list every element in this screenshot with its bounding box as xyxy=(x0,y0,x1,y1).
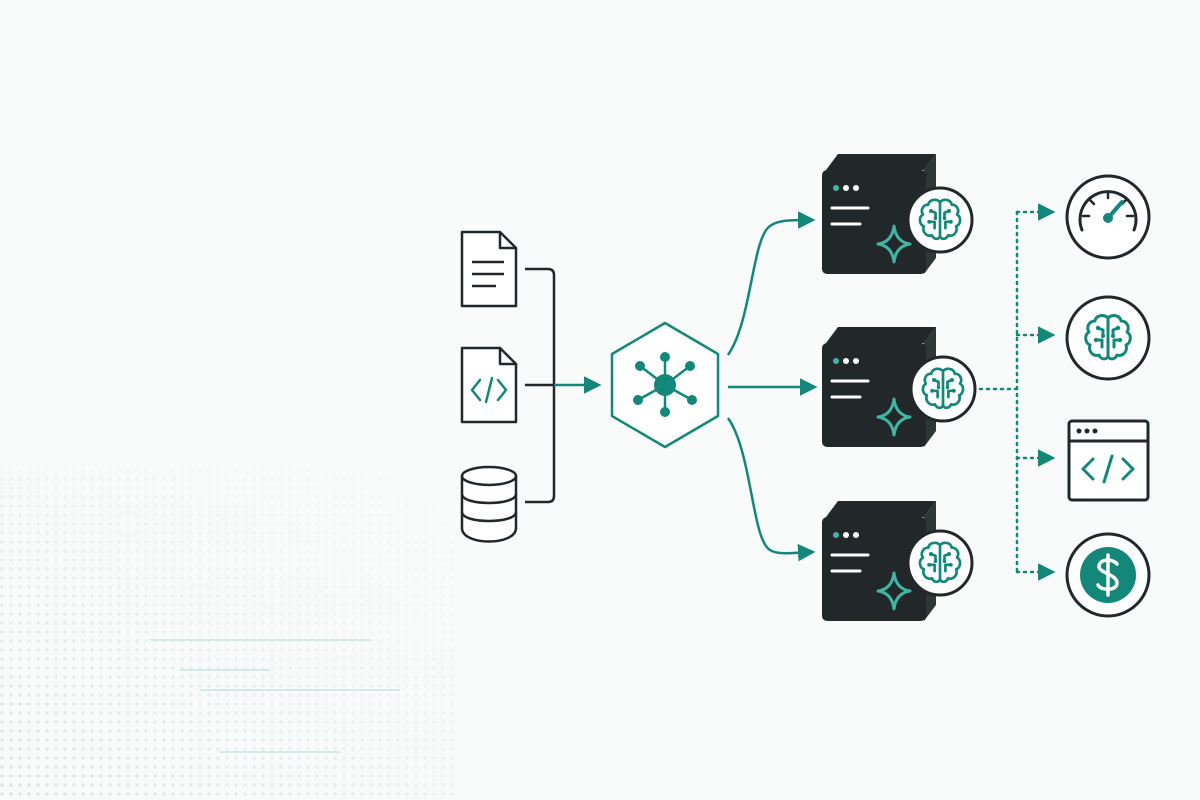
input-connector xyxy=(525,267,556,504)
background-lines xyxy=(150,639,400,753)
brain-output-icon xyxy=(1065,295,1151,381)
output-connectors xyxy=(978,203,1056,581)
document-icon xyxy=(460,230,518,308)
hub-to-server-arrows xyxy=(726,211,818,562)
dollar-coin-icon xyxy=(1065,532,1151,618)
ai-server-3 xyxy=(820,499,974,623)
ai-server-2 xyxy=(820,325,977,449)
network-hub-icon xyxy=(610,321,720,449)
database-icon xyxy=(460,465,518,543)
code-file-icon xyxy=(460,346,518,424)
code-window-icon xyxy=(1067,419,1150,502)
background-dots xyxy=(0,470,460,800)
ai-server-1 xyxy=(820,152,974,276)
speedometer-icon xyxy=(1065,174,1151,260)
